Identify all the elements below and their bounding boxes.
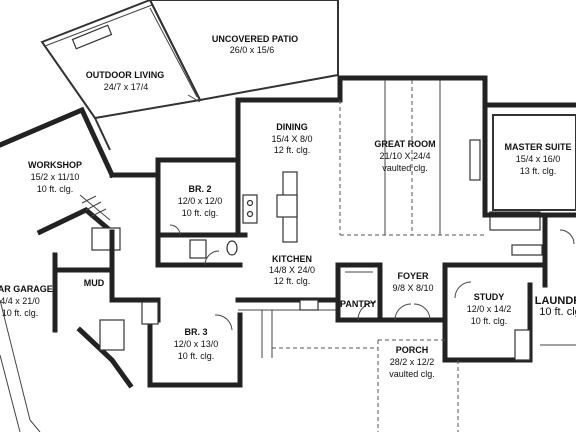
- svg-text:10 ft. clg.: 10 ft. clg.: [182, 208, 219, 218]
- svg-text:PANTRY: PANTRY: [340, 299, 376, 309]
- svg-text:10 ft. clg.: 10 ft. clg.: [2, 308, 39, 318]
- br3-walls: [141, 297, 243, 388]
- svg-text:KITCHEN: KITCHEN: [272, 254, 312, 264]
- svg-text:BR. 3: BR. 3: [184, 327, 207, 337]
- room-label-great-room: GREAT ROOM 21/10 X 24/4 vaulted clg.: [374, 139, 435, 173]
- room-label-garage: CAR GARAGE 4/4 x 21/0 10 ft. clg.: [0, 284, 53, 318]
- svg-text:MASTER SUITE: MASTER SUITE: [504, 142, 571, 152]
- svg-text:UNCOVERED PATIO: UNCOVERED PATIO: [212, 34, 298, 44]
- room-label-workshop: WORKSHOP 15/2 x 11/10 10 ft. clg.: [28, 160, 82, 194]
- room-label-uncovered-patio: UNCOVERED PATIO 26/0 x 15/6: [212, 34, 298, 55]
- svg-text:21/10 X 24/4: 21/10 X 24/4: [379, 151, 430, 161]
- svg-text:4/4 x 21/0: 4/4 x 21/0: [0, 296, 40, 306]
- room-label-br2: BR. 2 12/0 x 12/0 10 ft. clg.: [178, 184, 223, 218]
- svg-text:12/0 x 14/2: 12/0 x 14/2: [467, 304, 512, 314]
- front-walls: [272, 262, 576, 432]
- room-label-outdoor-living: OUTDOOR LIVING 24/7 x 17/4: [86, 70, 165, 92]
- room-label-study: STUDY 12/0 x 14/2 10 ft. clg.: [467, 292, 512, 326]
- br2-walls: [155, 97, 248, 268]
- room-label-foyer: FOYER 9/8 X 8/10: [392, 271, 433, 293]
- svg-text:28/2 x 12/2: 28/2 x 12/2: [390, 357, 435, 367]
- svg-text:OUTDOOR LIVING: OUTDOOR LIVING: [86, 70, 165, 80]
- svg-text:vaulted clg.: vaulted clg.: [389, 369, 435, 379]
- svg-text:12 ft. clg.: 12 ft. clg.: [274, 145, 311, 155]
- svg-text:12 ft. clg.: 12 ft. clg.: [274, 276, 311, 286]
- svg-text:13 ft. clg.: 13 ft. clg.: [520, 166, 557, 176]
- svg-text:14/8 X 24/0: 14/8 X 24/0: [269, 265, 315, 275]
- room-label-mud: MUD: [84, 278, 105, 288]
- svg-text:10 ft. clg.: 10 ft. clg.: [178, 351, 215, 361]
- svg-text:24/7 x 17/4: 24/7 x 17/4: [104, 82, 149, 92]
- workshop-walls: [0, 106, 161, 432]
- svg-text:vaulted clg.: vaulted clg.: [382, 163, 428, 173]
- svg-text:15/4 x 16/0: 15/4 x 16/0: [516, 154, 561, 164]
- svg-text:10 ft. clg: 10 ft. clg: [539, 306, 576, 318]
- svg-text:15/4 X 8/0: 15/4 X 8/0: [271, 134, 312, 144]
- svg-text:DINING: DINING: [276, 122, 308, 132]
- great-room-walls: [339, 75, 576, 288]
- room-label-br3: BR. 3 12/0 x 13/0 10 ft. clg.: [174, 327, 219, 361]
- svg-text:MUD: MUD: [84, 278, 105, 288]
- kitchen-walls: [235, 75, 383, 358]
- svg-text:PORCH: PORCH: [396, 345, 429, 355]
- svg-text:LAUNDR: LAUNDR: [535, 295, 576, 307]
- room-label-dining: DINING 15/4 X 8/0 12 ft. clg.: [271, 122, 312, 155]
- svg-text:26/0 x 15/6: 26/0 x 15/6: [230, 45, 275, 55]
- svg-text:12/0 x 12/0: 12/0 x 12/0: [178, 196, 223, 206]
- svg-text:FOYER: FOYER: [397, 271, 429, 281]
- svg-text:STUDY: STUDY: [474, 292, 505, 302]
- svg-text:12/0 x 13/0: 12/0 x 13/0: [174, 339, 219, 349]
- room-label-porch: PORCH 28/2 x 12/2 vaulted clg.: [389, 345, 435, 379]
- room-label-pantry: PANTRY: [340, 299, 376, 309]
- svg-text:10 ft. clg.: 10 ft. clg.: [37, 184, 74, 194]
- svg-text:GREAT ROOM: GREAT ROOM: [374, 139, 435, 149]
- svg-text:15/2 x 11/10: 15/2 x 11/10: [31, 172, 80, 182]
- svg-text:CAR GARAGE: CAR GARAGE: [0, 284, 53, 294]
- room-label-laundry: LAUNDR 10 ft. clg: [535, 295, 576, 318]
- svg-text:10 ft. clg.: 10 ft. clg.: [471, 316, 508, 326]
- svg-text:9/8 X 8/10: 9/8 X 8/10: [392, 283, 433, 293]
- svg-text:BR. 2: BR. 2: [188, 184, 211, 194]
- patio-outline: [40, 0, 339, 120]
- svg-text:WORKSHOP: WORKSHOP: [28, 160, 82, 170]
- room-label-kitchen: KITCHEN 14/8 X 24/0 12 ft. clg.: [269, 254, 315, 286]
- room-label-master-suite: MASTER SUITE 15/4 x 16/0 13 ft. clg.: [504, 142, 571, 176]
